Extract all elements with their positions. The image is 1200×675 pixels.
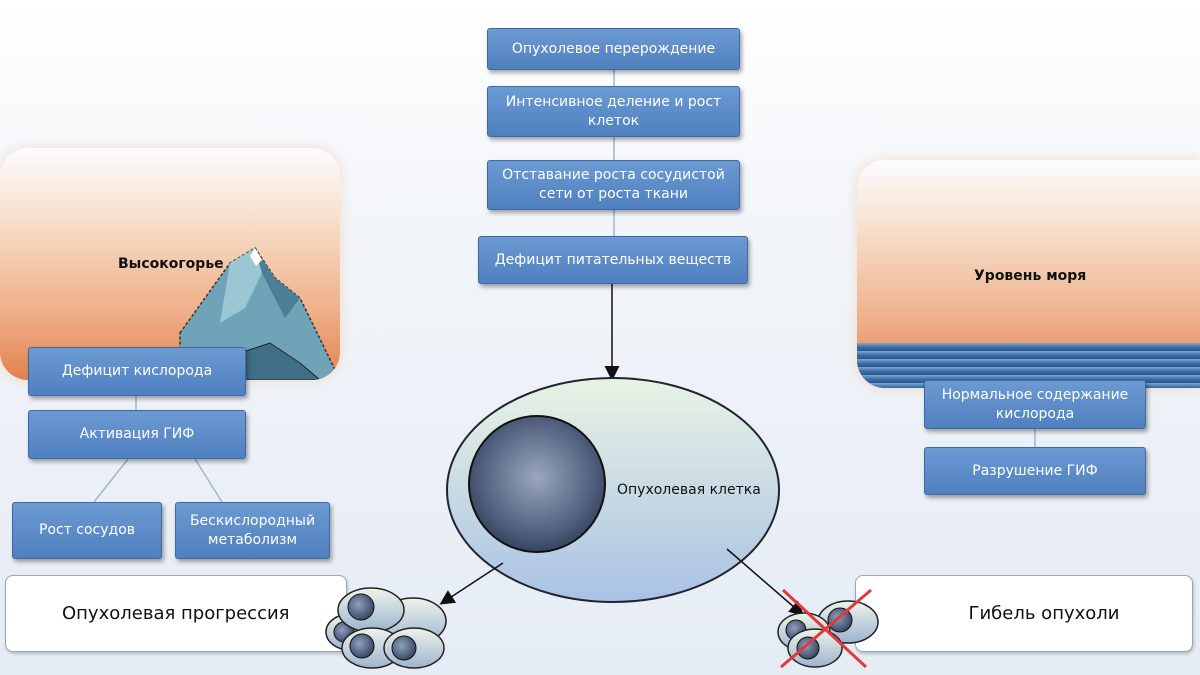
tumor-death-panel: Гибель опухоли: [855, 575, 1193, 652]
tumor-progression-panel: Опухолевая прогрессия: [5, 575, 347, 652]
tumor-progression-label: Опухолевая прогрессия: [62, 603, 290, 624]
high-altitude-scene: Высокогорье: [0, 148, 340, 380]
cross-mark-icon: [780, 588, 872, 669]
death-arrow: [726, 548, 805, 616]
flow-step-intensive-division: Интенсивное деление и рост клеток: [487, 86, 740, 137]
tumor-cell-nucleus: [468, 415, 606, 553]
vessel-growth-box: Рост сосудов: [12, 502, 162, 559]
flow-step-nutrient-deficit: Дефицит питательных веществ: [478, 236, 748, 284]
tumor-death-label: Гибель опухоли: [968, 603, 1120, 624]
flow-step-tumor-transformation: Опухолевое перерождение: [487, 28, 740, 70]
hif-degradation-box: Разрушение ГИФ: [924, 447, 1146, 495]
tumor-cell-label: Опухолевая клетка: [617, 482, 761, 498]
sea-level-label: Уровень моря: [974, 268, 1087, 284]
flow-step-vascular-lag: Отставание роста сосудистой сети от рост…: [487, 160, 740, 210]
dying-cells-icon: [777, 600, 879, 668]
normal-oxygen-box: Нормальное содержание кислорода: [924, 380, 1146, 429]
oxygen-deficit-box: Дефицит кислорода: [28, 347, 246, 396]
progression-arrow: [439, 562, 504, 605]
high-altitude-label: Высокогорье: [118, 256, 224, 272]
anaerobic-metabolism-box: Бескислородный метаболизм: [175, 502, 330, 559]
hif-activation-box: Активация ГИФ: [28, 410, 246, 459]
progressing-cells-icon: [325, 587, 447, 669]
